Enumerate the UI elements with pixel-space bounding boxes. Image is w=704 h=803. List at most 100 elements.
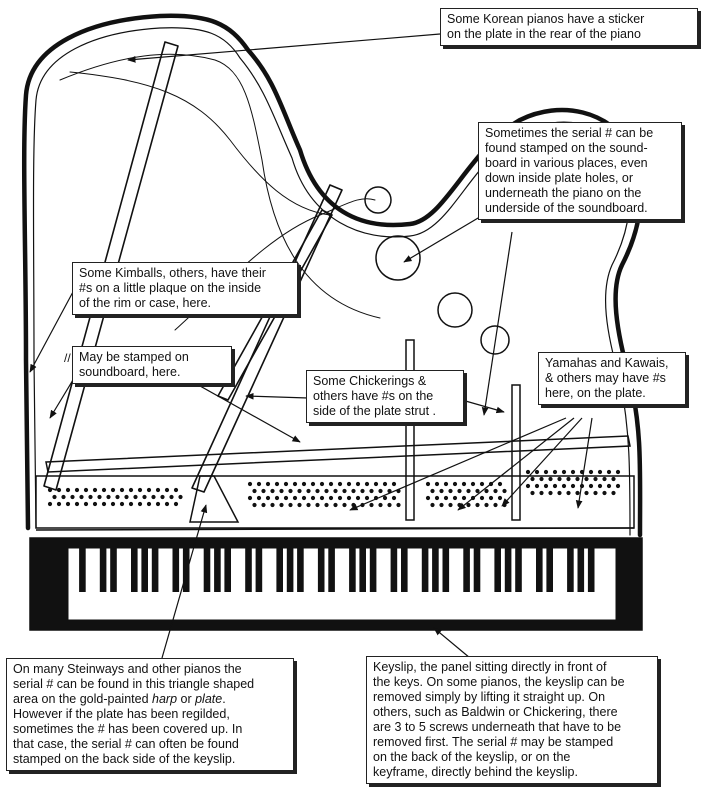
tuning-pin <box>301 481 307 487</box>
tuning-pin <box>396 502 401 508</box>
tuning-pin <box>65 487 71 493</box>
callout-line: On many Steinways and other pianos the <box>13 662 242 676</box>
tuning-pin <box>566 490 571 496</box>
tuning-pin <box>543 483 549 489</box>
tuning-pin <box>488 495 494 501</box>
tuning-pin <box>497 481 503 487</box>
tuning-pin <box>101 501 107 507</box>
tuning-pin <box>606 483 612 489</box>
tuning-pin <box>584 476 589 482</box>
tuning-pin <box>169 494 174 500</box>
tuning-pin <box>430 488 435 494</box>
black-key <box>276 548 283 592</box>
tuning-pin <box>115 494 120 500</box>
arrow-chickering-left <box>245 392 309 400</box>
tuning-pin <box>92 487 98 493</box>
tuning-pin <box>310 481 316 487</box>
tuning-pin <box>319 495 325 501</box>
black-key <box>79 548 86 592</box>
arrow-stamped-right <box>183 376 301 443</box>
tuning-pin <box>502 488 507 494</box>
tuning-pin <box>382 495 388 501</box>
tuning-pin <box>351 488 356 494</box>
tuning-pin <box>525 469 531 475</box>
tuning-pin <box>588 469 594 475</box>
arrow-korean <box>127 33 441 63</box>
tuning-pin-area <box>47 469 621 508</box>
tuning-pin <box>378 502 383 508</box>
slash-mark: // <box>64 351 71 365</box>
tuning-pin <box>256 495 262 501</box>
plate-hole <box>437 292 473 328</box>
plate-hole <box>364 186 392 214</box>
tuning-pin <box>88 494 93 500</box>
tuning-pin <box>570 483 576 489</box>
leader-lines <box>29 33 593 659</box>
plate-hole <box>480 325 510 355</box>
tuning-pin <box>110 501 116 507</box>
tuning-pin <box>484 488 489 494</box>
tuning-pin <box>548 490 553 496</box>
bass-string-line <box>59 53 381 319</box>
black-key <box>349 548 356 592</box>
tuning-pin <box>256 481 262 487</box>
tuning-pin <box>452 481 458 487</box>
callout-korean: Some Korean pianos have a sticker on the… <box>440 8 698 46</box>
tuning-pin <box>346 481 352 487</box>
tuning-pin <box>151 494 156 500</box>
tuning-pin <box>475 488 480 494</box>
plate-triangle <box>189 475 240 523</box>
callout-line: others, such as Baldwin or Chickering, t… <box>373 705 618 719</box>
tuning-pin <box>324 502 329 508</box>
tuning-pin <box>133 494 138 500</box>
tuning-pin <box>448 502 453 508</box>
tuning-pin <box>297 488 302 494</box>
tuning-pin <box>557 476 562 482</box>
tuning-pin <box>373 481 379 487</box>
tuning-pin <box>575 490 580 496</box>
pin-block <box>35 475 635 529</box>
tuning-pin <box>448 488 453 494</box>
callout-line: area on the gold-painted harp or plate. <box>13 692 287 707</box>
black-key <box>421 548 429 592</box>
tuning-pin <box>47 501 53 507</box>
tuning-pin <box>360 488 365 494</box>
tuning-pin <box>274 495 280 501</box>
callout-line: #s on a little plaque on the inside <box>79 281 262 295</box>
tuning-pin <box>319 481 325 487</box>
tuning-pin <box>552 469 558 475</box>
tuning-pin <box>425 481 431 487</box>
black-key <box>172 548 180 592</box>
tuning-pin <box>52 494 57 500</box>
tuning-pin <box>83 501 89 507</box>
treble-string-line <box>69 71 331 216</box>
tuning-pin <box>602 476 607 482</box>
tuning-pin <box>382 481 388 487</box>
piano-case <box>21 13 643 538</box>
callout-line: keyframe, directly behind the keyslip. <box>373 765 578 779</box>
callout-line: removed first. The serial # may be stamp… <box>373 735 614 749</box>
case-inner-rim <box>32 27 631 536</box>
callout-line: Some Chickerings & <box>313 374 427 388</box>
tuning-pin <box>270 502 275 508</box>
tuning-pin <box>324 488 329 494</box>
callout-line: that case, the serial # can often be fou… <box>13 737 239 751</box>
strut <box>511 384 521 521</box>
black-key <box>203 548 211 592</box>
tuning-pin <box>342 502 347 508</box>
tuning-pin <box>452 495 458 501</box>
tuning-pin <box>387 488 392 494</box>
tuning-pin <box>611 490 616 496</box>
black-key <box>401 548 408 592</box>
tuning-pin <box>146 501 152 507</box>
tuning-pin <box>288 488 293 494</box>
tuning-pin <box>328 495 334 501</box>
tuning-pin <box>333 488 338 494</box>
tuning-pin <box>493 502 498 508</box>
tuning-pin <box>252 488 257 494</box>
callout-line: the keys. On some pianos, the keyslip ca… <box>373 675 625 689</box>
callout-stamped: May be stamped on soundboard, here. <box>72 346 232 384</box>
callout-text: area on the gold-painted <box>13 692 152 706</box>
lower-rail <box>35 527 635 531</box>
tuning-pin <box>310 495 316 501</box>
